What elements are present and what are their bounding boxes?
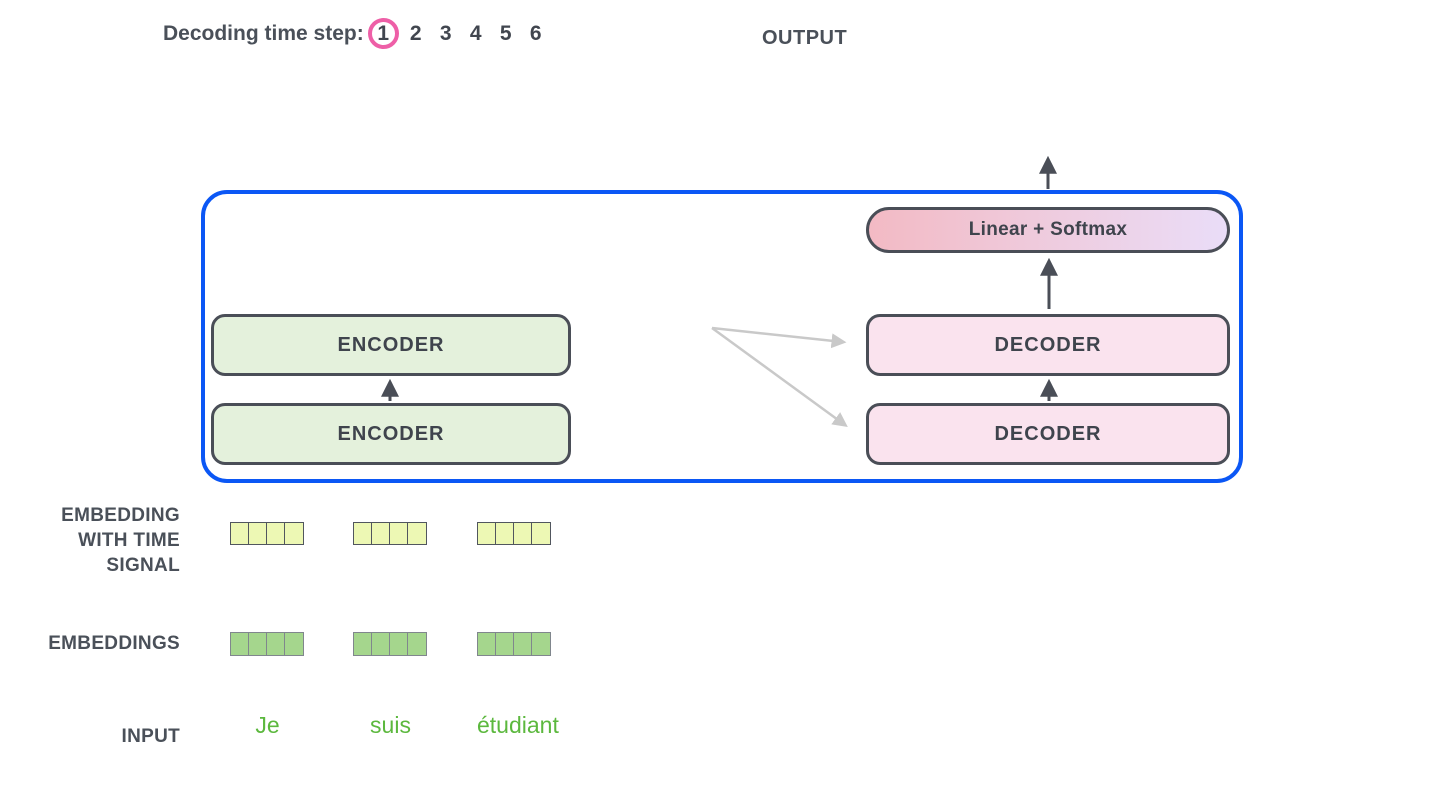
embedding-with-time-signal-line1: EMBEDDING: [61, 505, 180, 526]
time-steps: 1 2 3 4 5 6: [366, 18, 551, 49]
embedding-cell-group-3: [477, 632, 551, 656]
embeddings-label: EMBEDDINGS: [48, 633, 180, 654]
time-signal-cell: [477, 522, 497, 545]
time-step-2: 2: [409, 21, 422, 45]
encoder-box-bottom: ENCODER: [211, 403, 571, 465]
input-word-suis: suis: [370, 712, 411, 738]
linear-softmax-box: Linear + Softmax: [866, 207, 1230, 253]
time-step-5: 5: [499, 21, 512, 45]
encoder-box-top: ENCODER: [211, 314, 571, 376]
embedding-cell: [353, 632, 373, 656]
time-signal-cell: [389, 522, 409, 545]
decoding-time-step-label: Decoding time step:: [163, 21, 364, 45]
time-signal-cell: [284, 522, 304, 545]
embedding-cell: [284, 632, 304, 656]
selected-step-circle: 1: [367, 18, 399, 49]
embedding-cell: [531, 632, 551, 656]
time-step-4: 4: [469, 21, 482, 45]
time-signal-cell: [495, 522, 515, 545]
embedding-cell: [495, 632, 515, 656]
embedding-with-time-signal-line2: WITH TIME: [78, 530, 180, 551]
time-signal-cell: [407, 522, 427, 545]
time-signal-cell-group-1: [230, 522, 304, 545]
embedding-with-time-signal-line3: SIGNAL: [106, 555, 180, 576]
time-signal-cell: [531, 522, 551, 545]
time-signal-cell-group-3: [477, 522, 551, 545]
embedding-cell: [371, 632, 391, 656]
time-signal-cell: [371, 522, 391, 545]
time-step-6: 6: [529, 21, 542, 45]
embedding-cell: [513, 632, 533, 656]
embedding-cell: [389, 632, 409, 656]
embedding-cell: [266, 632, 286, 656]
time-signal-cell-group-2: [353, 522, 427, 545]
embedding-cell: [230, 632, 250, 656]
decoder-box-top: DECODER: [866, 314, 1230, 376]
embedding-cell: [477, 632, 497, 656]
decoder-box-bottom: DECODER: [866, 403, 1230, 465]
time-signal-cell: [248, 522, 268, 545]
embedding-cell: [407, 632, 427, 656]
embedding-with-time-signal-label: EMBEDDING WITH TIME SIGNAL: [61, 503, 180, 578]
decoding-time-step-row: Decoding time step: 1 2 3 4 5 6: [163, 18, 551, 49]
time-step-1: 1: [377, 21, 390, 45]
model-frame: [201, 190, 1243, 483]
input-word-etudiant: étudiant: [477, 712, 559, 738]
time-step-3: 3: [439, 21, 452, 45]
input-label: INPUT: [121, 726, 180, 747]
embedding-cell-group-1: [230, 632, 304, 656]
time-signal-cell: [353, 522, 373, 545]
output-label: OUTPUT: [762, 27, 848, 49]
embedding-cell: [248, 632, 268, 656]
time-signal-cell: [266, 522, 286, 545]
input-word-je: Je: [255, 712, 280, 738]
embedding-cell-group-2: [353, 632, 427, 656]
time-signal-cell: [230, 522, 250, 545]
time-signal-cell: [513, 522, 533, 545]
